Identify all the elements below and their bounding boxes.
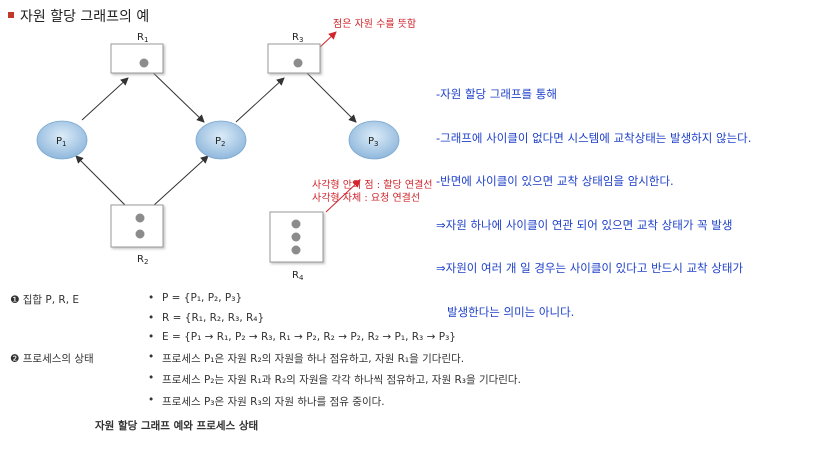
note-line: 발생한다는 의미는 아니다. — [436, 304, 575, 319]
resource-r2: R2 — [110, 204, 164, 266]
bullet: • — [148, 351, 155, 363]
resource-r4-label: R4 — [292, 270, 304, 282]
process-p2-label: P2 — [215, 136, 226, 148]
p-set: P = {P₁, P₂, P₃} — [162, 292, 243, 304]
resource-dot — [135, 213, 145, 223]
resource-r3-label: R3 — [292, 32, 303, 44]
bullet: • — [148, 394, 155, 406]
annotation-allocation-edge: 사각형 안의 점 : 할당 연결선 — [312, 180, 433, 191]
process-p1-label: P1 — [56, 136, 67, 148]
state-section-label: ❷ 프로세스의 상태 — [10, 353, 94, 365]
resource-dot — [291, 232, 301, 242]
bullet: • — [148, 372, 155, 384]
resource-dot — [139, 58, 149, 68]
annotation-request-edge: 사각형 자체 : 요청 연결선 — [312, 193, 421, 204]
annotation-edge-pointer — [325, 179, 361, 213]
r-set: R = {R₁, R₂, R₃, R₄} — [162, 312, 265, 324]
page-title-text: 자원 할당 그래프의 예 — [20, 9, 150, 25]
bullet: • — [148, 331, 155, 343]
edge-r3-p3 — [297, 63, 357, 123]
bullet: • — [148, 312, 155, 324]
note-line: -그래프에 사이클이 없다면 시스템에 교착상태는 발생하지 않는다. — [436, 130, 752, 145]
resource-dot — [291, 245, 301, 255]
process-p1: P1 — [36, 120, 88, 160]
note-line: -자원 할당 그래프를 통해 — [436, 87, 557, 101]
process-p3-label: P3 — [368, 136, 379, 148]
notes-block: -자원 할당 그래프를 통해 -그래프에 사이클이 없다면 시스템에 교착상태는… — [436, 58, 751, 334]
resource-r1: R1 — [110, 32, 164, 74]
resource-allocation-graph: R1 R3 R2 R4 P1 P2 P3 — [36, 31, 400, 282]
resource-dot — [135, 229, 145, 239]
resource-r4: R4 — [269, 211, 324, 282]
resource-r2-label: R2 — [137, 254, 148, 266]
process-p2: P2 — [195, 120, 247, 160]
edge-p2-r3 — [235, 77, 285, 123]
page-title: 자원 할당 그래프의 예 — [8, 6, 149, 26]
edge-p1-r1 — [81, 77, 129, 121]
set-section-label: ❶ 집합 P, R, E — [10, 294, 80, 306]
note-line: -반면에 사이클이 있으면 교착 상태임을 암시한다. — [436, 174, 674, 188]
bullet: • — [148, 292, 155, 304]
annotation-dot-meaning: 점은 자원 수를 뜻함 — [333, 19, 417, 30]
state-p1: 프로세스 P₁은 자원 R₂의 자원을 하나 점유하고, 자원 R₁을 기다린다… — [162, 353, 465, 365]
title-bullet — [8, 12, 14, 18]
process-p3: P3 — [348, 120, 400, 160]
resource-dot — [291, 219, 301, 229]
resource-r3: R3 — [267, 32, 321, 74]
note-line: ⇒자원 하나에 사이클이 연관 되어 있으면 교착 상태가 꼭 발생 — [436, 217, 733, 232]
edge-r1-p2 — [143, 63, 205, 123]
state-p3: 프로세스 P₃은 자원 R₃의 자원 하나를 점유 중이다. — [162, 396, 385, 408]
e-set: E = {P₁ → R₁, P₂ → R₃, R₁ → P₂, R₂ → P₂,… — [162, 331, 456, 343]
figure-caption: 자원 할당 그래프 예와 프로세스 상태 — [95, 420, 259, 432]
note-line: ⇒자원이 여러 개 일 경우는 사이클이 있다고 반드시 교착 상태가 — [436, 261, 744, 275]
resource-r1-label: R1 — [137, 32, 148, 44]
state-p2: 프로세스 P₂는 자원 R₁과 R₂의 자원을 각각 하나씩 점유하고, 자원 … — [162, 374, 521, 386]
resource-dot — [293, 58, 303, 68]
